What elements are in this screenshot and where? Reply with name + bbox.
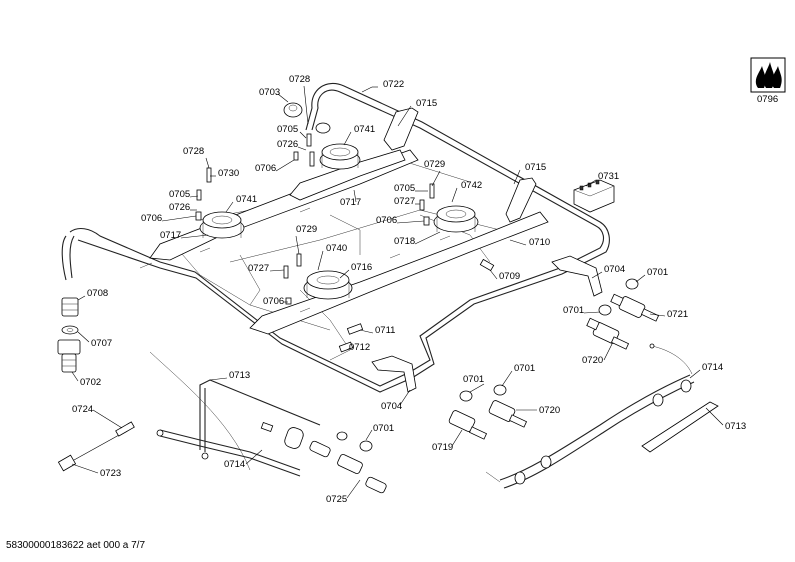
part-label-0707: 0707 bbox=[91, 338, 112, 349]
part-label-0706: 0706 bbox=[141, 213, 162, 224]
burner-front-left bbox=[199, 211, 245, 239]
part-label-0701: 0701 bbox=[514, 363, 535, 374]
part-label-0721: 0721 bbox=[667, 309, 688, 320]
part-label-0718: 0718 bbox=[394, 236, 415, 247]
part-label-0711: 0711 bbox=[375, 325, 395, 336]
gas-valves-center bbox=[448, 384, 528, 440]
part-label-0729: 0729 bbox=[296, 224, 317, 235]
inlet-fittings bbox=[57, 297, 81, 373]
part-label-0740: 0740 bbox=[326, 243, 347, 254]
part-label-0726: 0726 bbox=[169, 202, 190, 213]
logo-label: 0796 bbox=[757, 94, 778, 105]
part-label-0709: 0709 bbox=[499, 271, 520, 282]
part-label-0705: 0705 bbox=[277, 124, 298, 135]
part-label-0714: 0714 bbox=[702, 362, 723, 373]
part-label-0703: 0703 bbox=[259, 87, 280, 98]
part-label-0706: 0706 bbox=[263, 296, 284, 307]
part-label-0727: 0727 bbox=[248, 263, 269, 274]
part-label-0726: 0726 bbox=[277, 139, 298, 150]
part-label-0706: 0706 bbox=[255, 163, 276, 174]
part-label-0713: 0713 bbox=[229, 370, 250, 381]
part-labels: 0728 0722 0703 0715 0705 0741 0726 0728 0706 0729… bbox=[72, 74, 746, 505]
part-label-0710: 0710 bbox=[529, 237, 550, 248]
part-label-0701: 0701 bbox=[647, 267, 668, 278]
document-id: 58300000183622 aet 000 a 7/7 bbox=[6, 540, 146, 551]
burners bbox=[199, 143, 479, 300]
leader-lines bbox=[71, 85, 724, 499]
part-label-0715: 0715 bbox=[525, 162, 546, 173]
part-label-0729: 0729 bbox=[424, 159, 445, 170]
part-label-0705: 0705 bbox=[169, 189, 190, 200]
part-label-0708: 0708 bbox=[87, 288, 108, 299]
part-label-0704: 0704 bbox=[604, 264, 625, 275]
burner-rear-right bbox=[433, 205, 479, 233]
part-label-0724: 0724 bbox=[72, 404, 93, 415]
part-label-0714: 0714 bbox=[224, 459, 245, 470]
part-label-0717: 0717 bbox=[340, 197, 361, 208]
part-label-0741: 0741 bbox=[236, 194, 257, 205]
flame-icon bbox=[755, 66, 766, 88]
part-label-0715: 0715 bbox=[416, 98, 437, 109]
part-label-0706: 0706 bbox=[376, 215, 397, 226]
part-label-0723: 0723 bbox=[100, 468, 121, 479]
part-label-0728: 0728 bbox=[183, 146, 204, 157]
flame-logo: 0796 bbox=[750, 57, 786, 105]
part-label-0701: 0701 bbox=[373, 423, 394, 434]
part-label-0716: 0716 bbox=[351, 262, 372, 273]
part-label-0719: 0719 bbox=[432, 442, 453, 453]
part-label-0717: 0717 bbox=[160, 230, 181, 241]
flame-icon bbox=[771, 66, 782, 88]
burner-center-front bbox=[303, 270, 353, 300]
gas-valves-right bbox=[586, 278, 660, 350]
manifold-left bbox=[57, 351, 387, 494]
part-label-0727: 0727 bbox=[394, 196, 415, 207]
part-label-0730: 0730 bbox=[218, 168, 239, 179]
part-label-0731: 0731 bbox=[598, 171, 619, 182]
brackets-0704 bbox=[371, 255, 603, 393]
manifold-right bbox=[485, 343, 719, 489]
burner-rear-left bbox=[319, 143, 361, 170]
part-label-0725: 0725 bbox=[326, 494, 347, 505]
part-label-0701: 0701 bbox=[563, 305, 584, 316]
part-label-0728: 0728 bbox=[289, 74, 310, 85]
part-label-0713: 0713 bbox=[725, 421, 746, 432]
part-label-0701: 0701 bbox=[463, 374, 484, 385]
part-label-0722: 0722 bbox=[383, 79, 404, 90]
main-gas-frame bbox=[61, 82, 610, 393]
part-label-0712: 0712 bbox=[349, 342, 370, 353]
part-label-0702: 0702 bbox=[80, 377, 101, 388]
part-label-0720: 0720 bbox=[582, 355, 603, 366]
part-label-0741: 0741 bbox=[354, 124, 375, 135]
part-label-0705: 0705 bbox=[394, 183, 415, 194]
part-label-0704: 0704 bbox=[381, 401, 402, 412]
part-label-0720: 0720 bbox=[539, 405, 560, 416]
part-label-0742: 0742 bbox=[461, 180, 482, 191]
